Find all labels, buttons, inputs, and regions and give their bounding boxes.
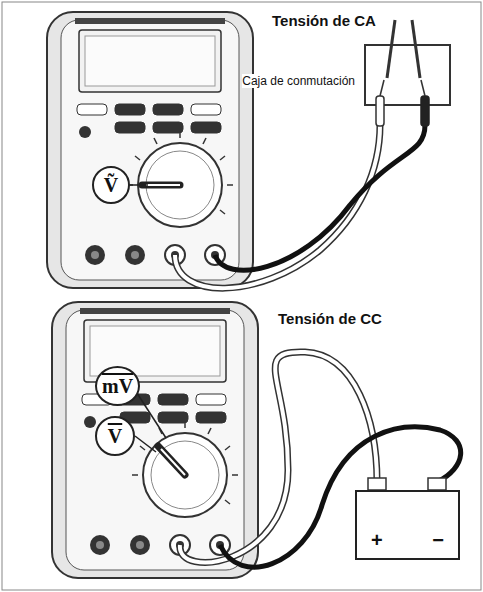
terminal-sign: − — [432, 530, 444, 550]
dc-millivolt-callout: mV — [95, 366, 140, 406]
terminal-sign: + — [371, 530, 383, 550]
battery: +− — [355, 490, 460, 560]
part-label: Caja de conmutación — [242, 74, 355, 88]
section-heading: Tensión de CA — [272, 12, 376, 29]
dial-symbol: mV — [102, 376, 133, 396]
section-heading: Tensión de CC — [278, 310, 382, 327]
ac-voltage-callout: Ṽ — [92, 166, 130, 204]
dial-symbol: Ṽ — [104, 175, 118, 195]
dc-voltage-callout: V — [95, 416, 135, 456]
dial-symbol: V — [108, 426, 122, 446]
